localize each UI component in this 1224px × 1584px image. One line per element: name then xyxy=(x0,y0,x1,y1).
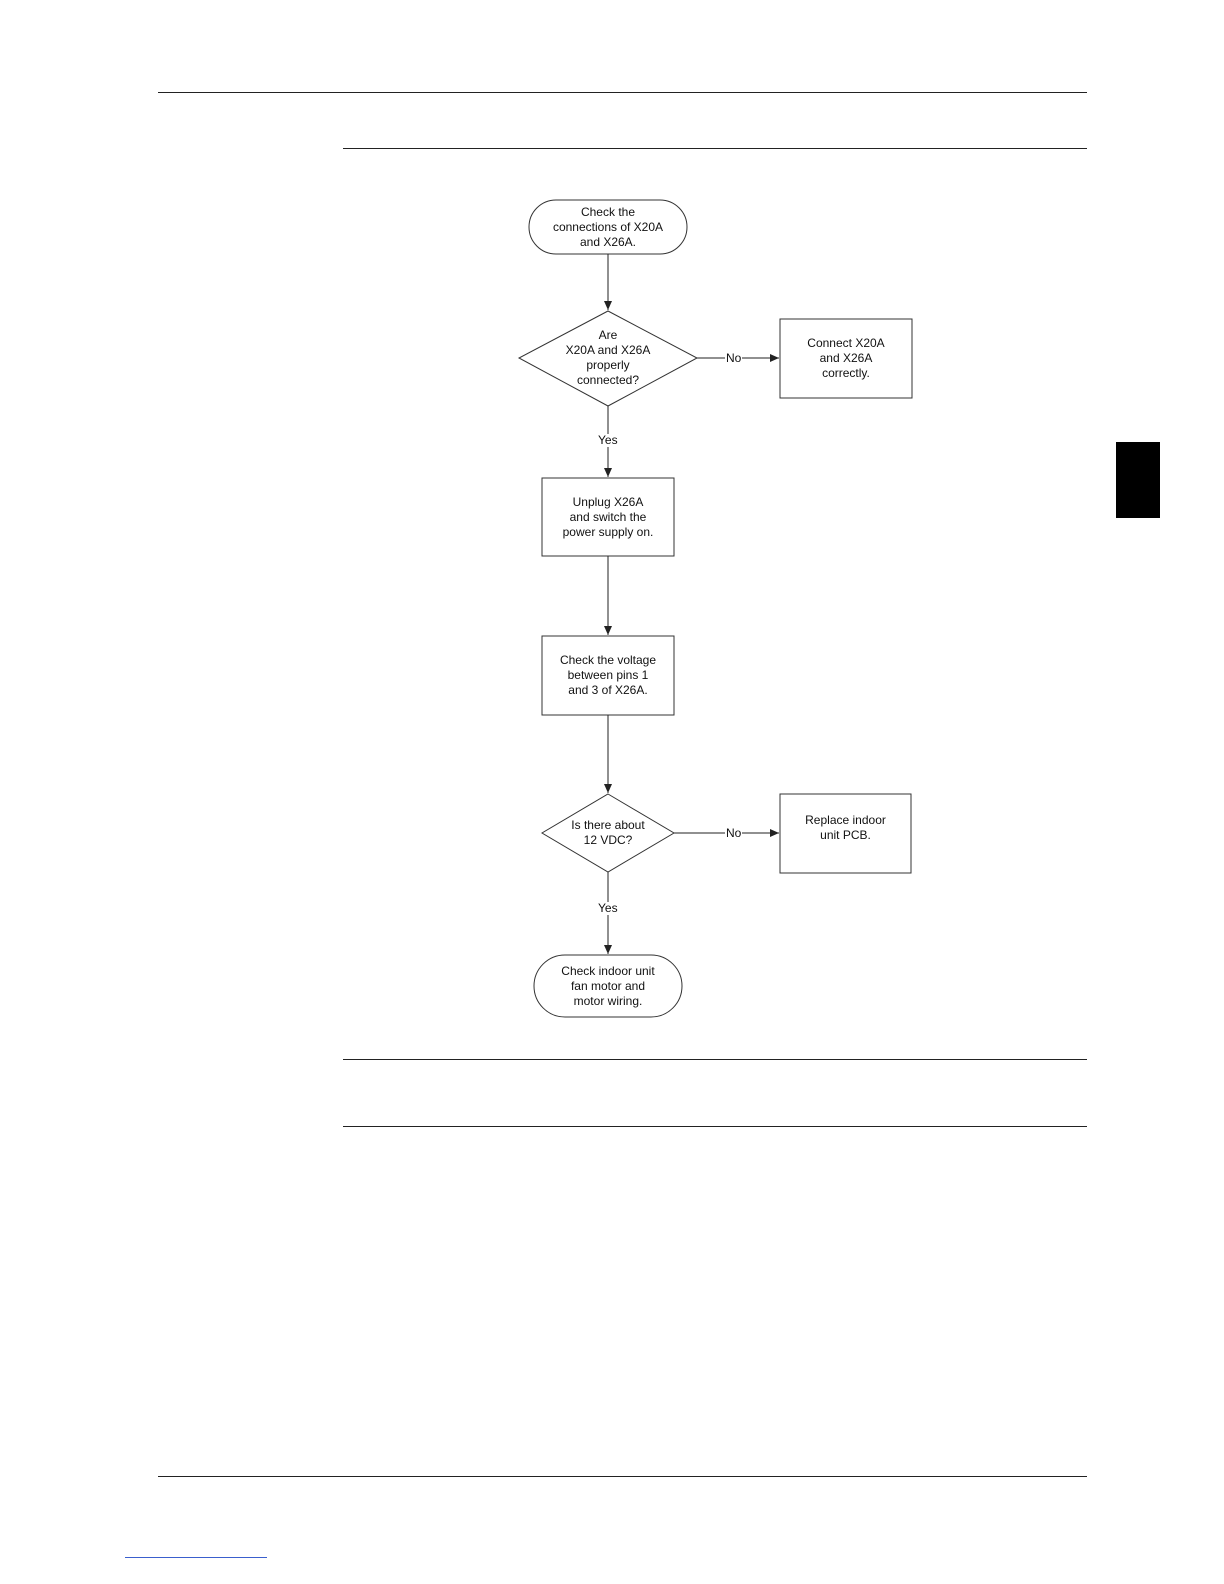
start-node-label: Check the connections of X20A and X26A. xyxy=(552,204,664,249)
header-rule xyxy=(158,92,1087,93)
connect-correctly-box xyxy=(779,318,913,399)
decision2-no-label: No xyxy=(725,826,743,840)
section-rule-lower xyxy=(343,1126,1087,1127)
unplug-step-box xyxy=(541,477,675,557)
decision2-yes-label: Yes xyxy=(597,901,619,915)
end-terminator-shape xyxy=(533,954,683,1018)
voltage-check-label: Check the voltage between pins 1 and 3 o… xyxy=(559,653,657,697)
connect-correctly-label: Connect X20A and X26A correctly. xyxy=(807,336,885,380)
replace-pcb-box xyxy=(779,793,912,874)
decision1-no-label: No xyxy=(725,351,743,365)
section-rule-bottom xyxy=(343,1059,1087,1060)
decision1-yes-label: Yes xyxy=(597,433,619,447)
decision2-node-label: Is there about 12 VDC? xyxy=(571,818,645,847)
unplug-step-label: Unplug X26A and switch the power supply … xyxy=(562,494,654,539)
decision1-node-label: Are X20A and X26A properly connected? xyxy=(565,328,651,387)
chapter-tab-marker xyxy=(1116,442,1160,518)
end-node-label: Check indoor unit fan motor and motor wi… xyxy=(561,963,655,1008)
footer-rule xyxy=(158,1476,1087,1477)
footer-link-underline[interactable] xyxy=(125,1557,267,1558)
replace-pcb-label: Replace indoor unit PCB. xyxy=(805,813,886,842)
section-rule-top xyxy=(343,148,1087,149)
